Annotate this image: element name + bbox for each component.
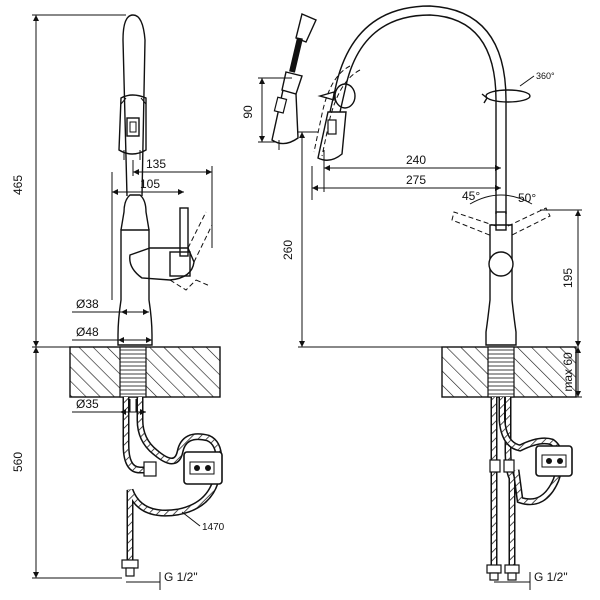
left-faucet-base bbox=[117, 229, 153, 346]
dim-reach-275: 275 bbox=[406, 173, 426, 187]
right-faucet-body bbox=[485, 224, 517, 346]
dim-diameter-38: Ø38 bbox=[76, 297, 99, 311]
spray-head-detail: 90 bbox=[241, 13, 317, 150]
dim-angle-right: 50° bbox=[518, 191, 536, 205]
dim-105: 105 bbox=[140, 177, 160, 191]
thread-label-right: G 1/2" bbox=[534, 570, 568, 584]
thread-label-left: G 1/2" bbox=[164, 570, 198, 584]
dim-135: 135 bbox=[146, 157, 166, 171]
dim-reach-240: 240 bbox=[406, 153, 426, 167]
dim-max-thickness: max 60 bbox=[561, 352, 575, 392]
right-lever-hub bbox=[488, 251, 514, 277]
left-spray-button bbox=[126, 117, 140, 137]
dim-465: 465 bbox=[11, 175, 25, 195]
dim-angle-left: 45° bbox=[462, 189, 480, 203]
right-front-view: 360° 45° 50° 24 bbox=[281, 5, 582, 590]
dim-height-195: 195 bbox=[561, 268, 575, 288]
left-side-view: 465 560 135 105 Ø38 Ø48 Ø35 1470 G 1/2" bbox=[11, 14, 225, 590]
dim-hose-length: 1470 bbox=[202, 522, 225, 533]
dim-560: 560 bbox=[11, 452, 25, 472]
dim-height-260: 260 bbox=[281, 240, 295, 260]
dim-diameter-35: Ø35 bbox=[76, 397, 99, 411]
dim-diameter-48: Ø48 bbox=[76, 325, 99, 339]
dim-head-height: 90 bbox=[241, 105, 255, 119]
right-arched-spout bbox=[339, 14, 497, 214]
left-spout-shaft bbox=[122, 14, 146, 197]
left-lever-handle bbox=[129, 247, 195, 281]
dim-rotation: 360° bbox=[536, 71, 555, 81]
